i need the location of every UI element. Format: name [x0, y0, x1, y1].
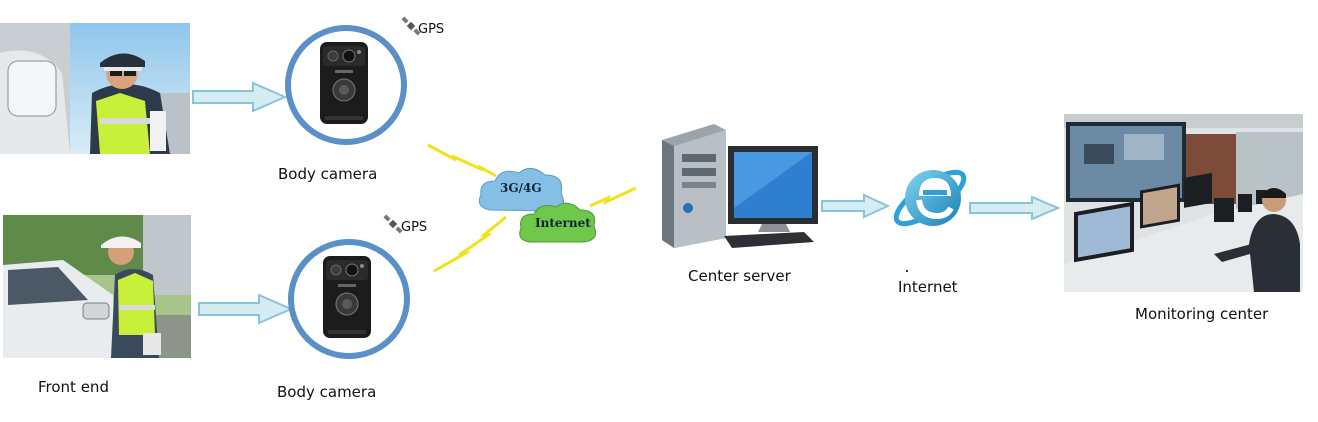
cloud-internet-label: Internet — [535, 216, 591, 230]
body-camera-top-label: Body camera — [278, 165, 378, 183]
server-computer-icon — [662, 124, 818, 248]
internet-label: Internet — [898, 278, 958, 296]
satellite-icon — [401, 16, 421, 36]
monitoring-center-photo — [1064, 114, 1303, 292]
body-camera-bottom-label: Body camera — [277, 383, 377, 401]
monitoring-center-label: Monitoring center — [1135, 305, 1269, 323]
arrow-bottom-left — [198, 293, 294, 325]
body-camera-bottom — [288, 239, 410, 359]
small-dot — [906, 270, 908, 272]
front-end-label: Front end — [38, 378, 109, 396]
body-camera-top — [285, 25, 407, 145]
lightning-icon — [433, 215, 507, 273]
center-server-label: Center server — [688, 267, 791, 285]
lightning-icon — [427, 143, 497, 178]
arrow-server-to-internet — [821, 193, 891, 219]
arrow-internet-to-monitoring — [969, 195, 1061, 221]
cloud-internet — [519, 202, 597, 243]
lightning-icon — [589, 186, 637, 208]
internet-browser-icon — [893, 169, 967, 227]
gps-label-top: GPS — [418, 22, 445, 37]
gps-label-bottom: GPS — [401, 220, 428, 235]
cloud-3g4g — [478, 168, 564, 212]
satellite-icon — [383, 214, 403, 234]
officer-photo-bottom — [3, 215, 191, 358]
officer-photo-top — [0, 23, 190, 154]
cloud-3g4g-label: 3G/4G — [500, 181, 542, 195]
arrow-top-left — [192, 81, 288, 113]
